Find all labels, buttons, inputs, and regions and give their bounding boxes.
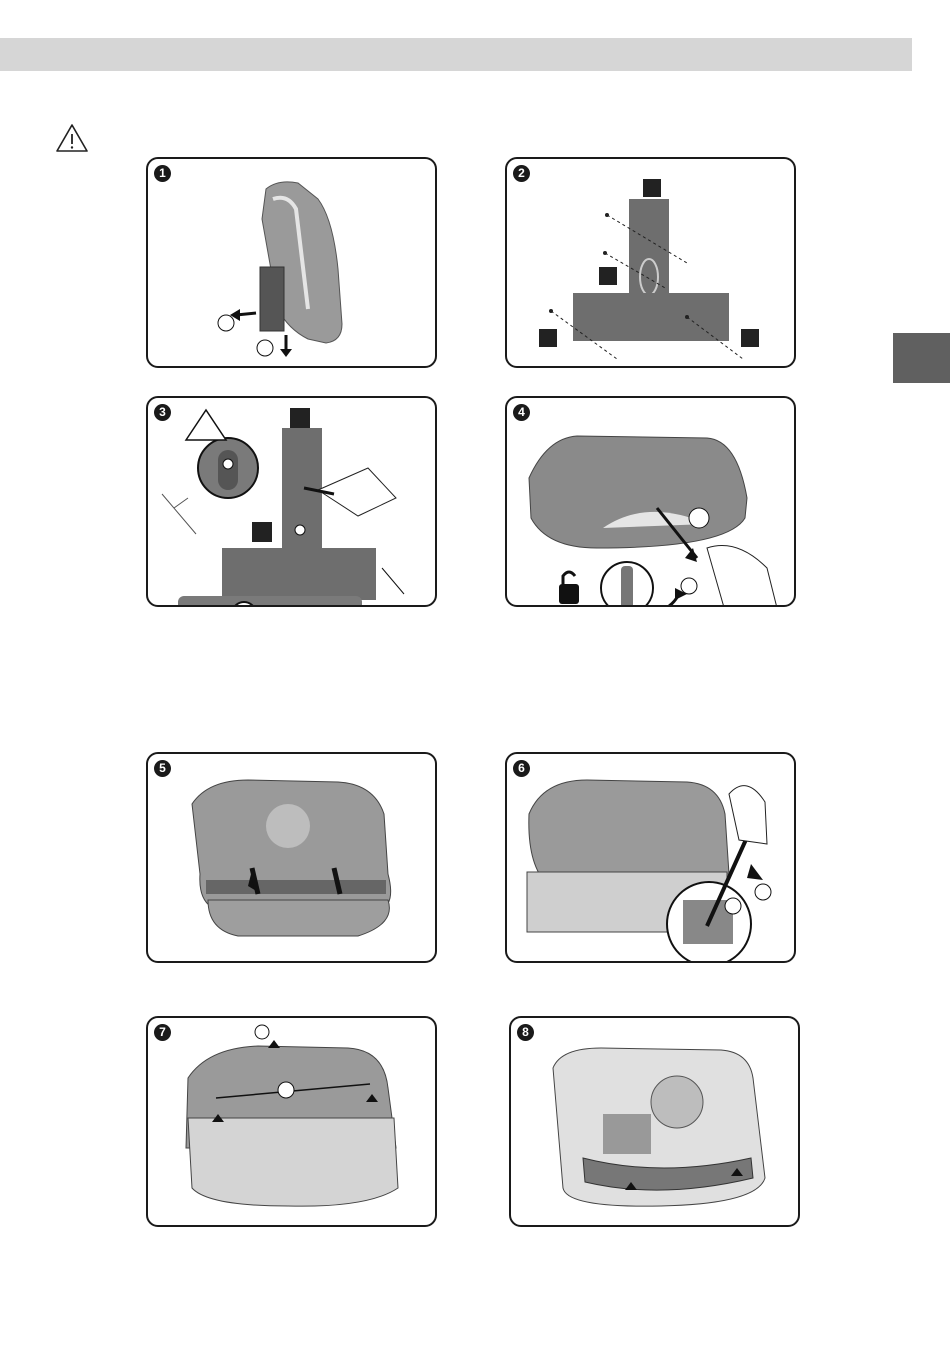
warning-icon xyxy=(55,123,89,153)
step-illustration xyxy=(507,754,794,961)
step-illustration xyxy=(511,1018,798,1225)
step-illustration xyxy=(507,398,794,607)
step-6-panel: 6 xyxy=(505,752,796,963)
step-3-panel: 3 xyxy=(146,396,437,607)
step-illustration xyxy=(148,398,435,607)
step-8-panel: 8 xyxy=(509,1016,800,1227)
step-illustration xyxy=(148,1018,435,1225)
step-1-panel: 1 xyxy=(146,157,437,368)
section-tab[interactable] xyxy=(893,333,950,383)
header-bar xyxy=(0,38,912,71)
step-4-panel: 4 xyxy=(505,396,796,607)
padlock-unlocked-icon xyxy=(559,584,579,604)
step-illustration xyxy=(148,159,435,366)
step-illustration xyxy=(507,159,794,366)
step-7-panel: 7 xyxy=(146,1016,437,1227)
step-2-panel: 2 xyxy=(505,157,796,368)
step-illustration xyxy=(148,754,435,961)
step-5-panel: 5 xyxy=(146,752,437,963)
